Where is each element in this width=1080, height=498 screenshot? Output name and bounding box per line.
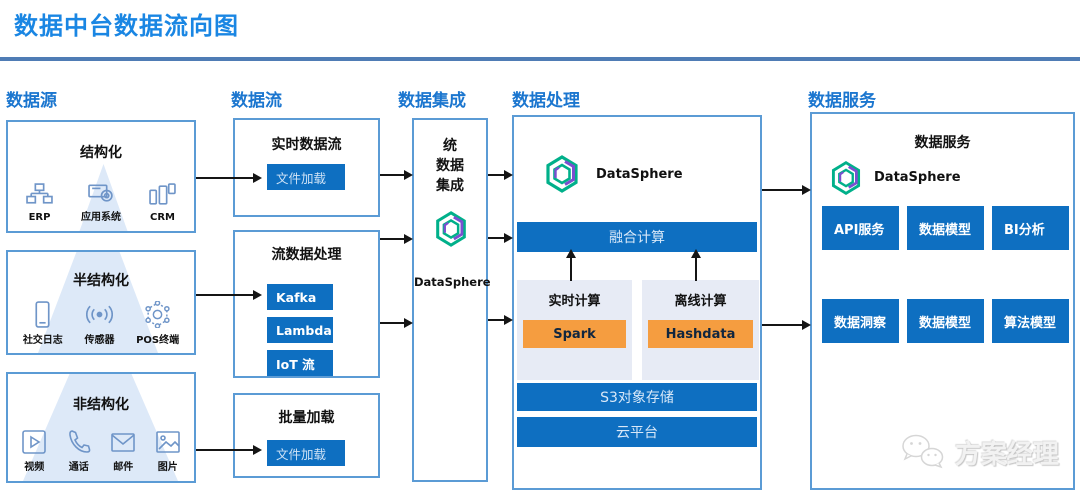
column-header-processing: 数据处理 xyxy=(512,91,580,111)
sensor-icon xyxy=(85,301,113,328)
flow-box-title: 流数据处理 xyxy=(271,247,342,263)
source-item-label: 邮件 xyxy=(113,462,134,473)
integration-label-line: 集成 xyxy=(436,178,464,194)
fusion-compute-bar: 融合计算 xyxy=(517,222,757,252)
column-header-sources: 数据源 xyxy=(6,91,57,111)
arrow-processing-to-services-1 xyxy=(762,185,811,195)
arrow-integration-to-processing-1 xyxy=(488,170,513,180)
source-item: 应用系统 xyxy=(81,178,121,223)
offline-compute-panel: 离线计算 Hashdata xyxy=(642,280,759,380)
lambda-button: Lambda xyxy=(267,317,333,343)
source-item: 邮件 xyxy=(110,429,136,473)
arrow-realtime-to-integration xyxy=(380,170,413,180)
processing-box: DataSphere 融合计算 实时计算 Spark 离线计算 Hashdata… xyxy=(512,115,762,490)
title-divider xyxy=(0,57,1080,61)
column-header-services: 数据服务 xyxy=(808,91,876,111)
integration-label-line: 统 xyxy=(443,138,457,154)
source-box-title: 非结构化 xyxy=(73,397,129,413)
source-item-label: 社交日志 xyxy=(22,335,63,346)
flow-box-batch-load: 批量加载 文件加载 xyxy=(233,393,380,478)
iot-stream-button: IoT 流 xyxy=(267,350,333,376)
source-item: 传感器 xyxy=(84,301,114,346)
source-item-label: 传感器 xyxy=(84,335,115,346)
call-icon xyxy=(66,429,92,455)
wechat-icon xyxy=(899,432,947,472)
source-item: POS终端 xyxy=(136,301,179,346)
flow-box-realtime-stream: 实时数据流 文件加载 xyxy=(233,118,380,217)
integration-label-line: 数据 xyxy=(436,158,464,174)
pos-network-icon xyxy=(144,301,171,328)
app-system-icon xyxy=(87,178,115,205)
watermark-label: 方案经理 xyxy=(954,439,1059,470)
video-icon xyxy=(21,429,47,455)
flow-box-title: 批量加载 xyxy=(278,410,335,426)
source-item-label: 通话 xyxy=(68,462,89,473)
datasphere-label: DataSphere xyxy=(596,167,683,182)
arrow-integration-to-processing-3 xyxy=(488,315,513,325)
arrow-stream-to-integration-2 xyxy=(380,318,413,328)
file-load-button: 文件加载 xyxy=(267,164,345,190)
source-item-label: CRM xyxy=(150,212,175,223)
source-item-label: 图片 xyxy=(157,462,178,473)
cloud-platform-bar: 云平台 xyxy=(517,417,757,447)
arrow-processing-to-services-2 xyxy=(762,320,811,330)
integration-box: 统 数据 集成 DataSphere xyxy=(412,118,491,482)
watermark: 方案经理 xyxy=(899,432,1059,472)
source-item-label: 应用系统 xyxy=(81,212,121,223)
datasphere-label: DataSphere xyxy=(874,170,961,185)
datasphere-logo-icon xyxy=(542,154,582,194)
data-model-button: 数据模型 xyxy=(907,206,984,250)
source-box-title: 半结构化 xyxy=(73,273,129,289)
datasphere-logo-icon xyxy=(828,160,864,196)
mail-icon xyxy=(110,429,136,455)
bi-analysis-button: BI分析 xyxy=(992,206,1069,250)
source-item: CRM xyxy=(149,182,176,223)
smartphone-icon xyxy=(29,301,56,328)
source-box-structured: 结构化 ERP 应用系统 xyxy=(6,120,196,233)
file-load-button: 文件加载 xyxy=(267,440,345,466)
datasphere-logo-icon xyxy=(432,210,470,248)
arrow-semistructured-to-kafka xyxy=(196,290,262,300)
source-box-title: 结构化 xyxy=(80,145,122,161)
image-icon xyxy=(155,429,181,455)
source-box-unstructured: 非结构化 视频 通话 xyxy=(6,372,196,483)
arrow-stream-to-integration-1 xyxy=(380,234,413,244)
arrow-unstructured-to-batch xyxy=(196,445,262,455)
source-item: 社交日志 xyxy=(23,301,63,346)
services-box-title: 数据服务 xyxy=(914,135,971,151)
source-item: 视频 xyxy=(21,429,47,473)
hashdata-button: Hashdata xyxy=(648,320,753,348)
erp-icon xyxy=(26,182,53,209)
up-arrow xyxy=(691,249,701,281)
column-header-flow: 数据流 xyxy=(231,91,282,111)
services-box: 数据服务 DataSphere API服务 数据模型 BI分析 数据洞察 数据模… xyxy=(810,112,1075,490)
column-header-integration: 数据集成 xyxy=(398,91,466,111)
page-title: 数据中台数据流向图 xyxy=(14,11,239,40)
data-model-button: 数据模型 xyxy=(907,299,984,343)
s3-storage-bar: S3对象存储 xyxy=(517,383,757,411)
source-item-label: POS终端 xyxy=(136,335,180,346)
source-item-label: 视频 xyxy=(24,462,45,473)
panel-title: 实时计算 xyxy=(548,294,601,309)
up-arrow xyxy=(566,249,576,281)
flow-box-title: 实时数据流 xyxy=(271,137,342,153)
crm-icon xyxy=(149,182,176,209)
arrow-integration-to-processing-2 xyxy=(488,233,513,243)
arrow-structured-to-realtime xyxy=(196,173,262,183)
flow-box-stream-processing: 流数据处理 Kafka Lambda IoT 流 xyxy=(233,230,380,378)
source-item: 通话 xyxy=(66,429,92,473)
spark-button: Spark xyxy=(523,320,626,348)
realtime-compute-panel: 实时计算 Spark xyxy=(517,280,632,380)
source-item: 图片 xyxy=(155,429,181,473)
kafka-button: Kafka xyxy=(267,284,333,310)
source-item-label: ERP xyxy=(28,212,51,223)
panel-title: 离线计算 xyxy=(674,294,727,309)
source-item: ERP xyxy=(26,182,53,223)
datasphere-label: DataSphere xyxy=(414,275,491,289)
algorithm-model-button: 算法模型 xyxy=(992,299,1069,343)
data-insight-button: 数据洞察 xyxy=(822,299,899,343)
source-box-semistructured: 半结构化 社交日志 传感器 xyxy=(6,250,196,355)
api-service-button: API服务 xyxy=(822,206,899,250)
